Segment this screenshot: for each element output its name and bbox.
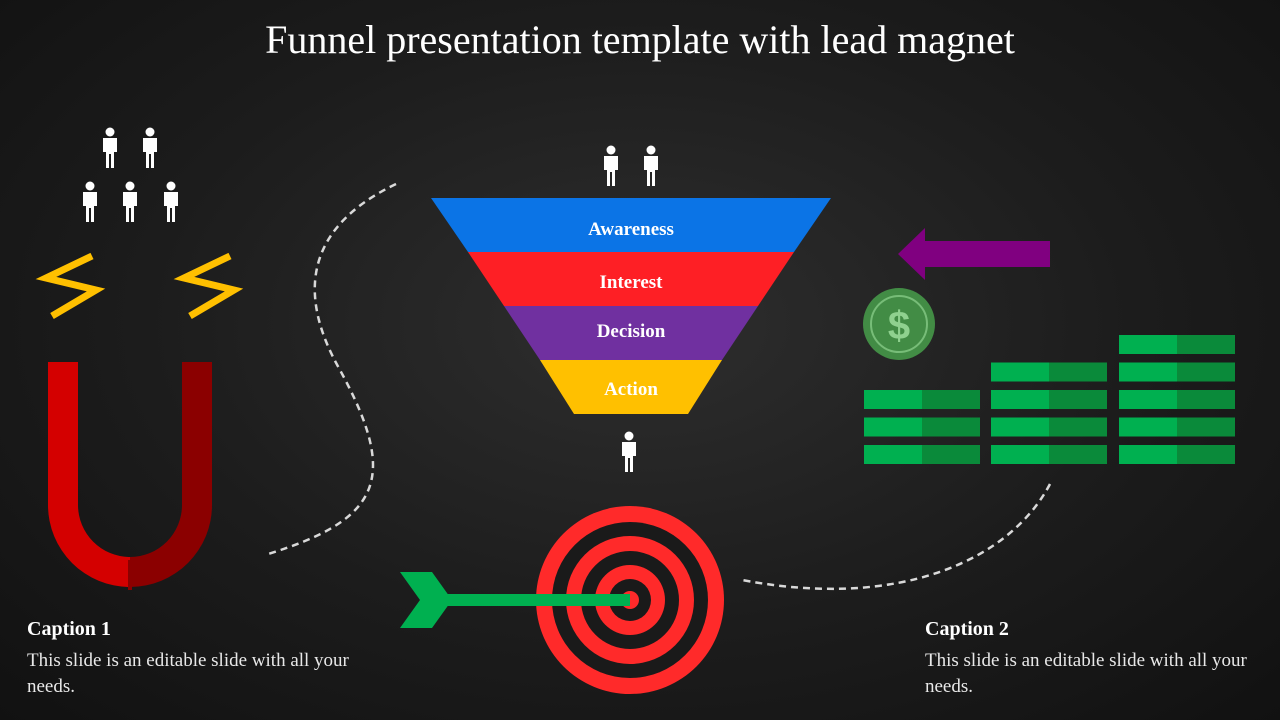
money-bill: [864, 445, 922, 464]
dollar-coin-icon: $: [863, 288, 935, 360]
person-icon: [604, 145, 618, 186]
caption-2: Caption 2 This slide is an editable slid…: [925, 616, 1265, 700]
person-icon: [644, 145, 658, 186]
money-stack-icon: [864, 335, 1235, 464]
funnel-label-interest: Interest: [600, 272, 664, 293]
money-bill: [991, 390, 1049, 409]
funnel-label-action: Action: [604, 379, 658, 400]
money-bill: [1119, 390, 1177, 409]
money-bill: [991, 362, 1049, 382]
money-bill-shade: [922, 445, 980, 464]
money-bill: [991, 417, 1049, 437]
money-bill: [991, 445, 1049, 464]
lightning-icon: [35, 252, 106, 320]
money-bill: [1119, 362, 1177, 382]
person-icon: [164, 181, 178, 222]
money-bill: [1119, 335, 1177, 354]
person-icon: [103, 127, 117, 168]
money-bill-shade: [1177, 362, 1235, 382]
caption-1: Caption 1 This slide is an editable slid…: [27, 616, 367, 700]
person-icon: [83, 181, 97, 222]
people-group-left: [83, 127, 178, 222]
funnel-stage-decision: [504, 306, 758, 360]
caption-1-heading: Caption 1: [27, 618, 111, 640]
money-bill-shade: [1049, 417, 1107, 437]
money-bill: [1119, 417, 1177, 437]
magnet-icon: [48, 362, 212, 587]
money-bill: [1119, 445, 1177, 464]
money-bill-shade: [1177, 417, 1235, 437]
dashed-connector-left: [264, 182, 397, 557]
person-icon: [123, 181, 137, 222]
funnel-label-awareness: Awareness: [588, 219, 674, 240]
magnet-divider: [128, 560, 132, 590]
money-bill-shade: [1177, 445, 1235, 464]
funnel-stage-awareness: [431, 198, 831, 252]
sales-funnel: Awareness Interest Decision Action: [431, 198, 831, 414]
money-bill-shade: [1049, 390, 1107, 409]
money-bill-shade: [922, 417, 980, 437]
money-bill-shade: [1177, 390, 1235, 409]
money-bill: [864, 390, 922, 409]
money-bill-shade: [1177, 335, 1235, 354]
slide-title: Funnel presentation template with lead m…: [265, 17, 1015, 62]
caption-2-text: This slide is an editable slide with all…: [925, 650, 1247, 697]
person-icon: [622, 431, 636, 472]
money-bill-shade: [1049, 445, 1107, 464]
money-bill: [864, 417, 922, 437]
people-group-funnel-top: [604, 145, 658, 186]
arrow-icon: [400, 572, 630, 628]
caption-1-text: This slide is an editable slide with all…: [27, 650, 349, 697]
funnel-label-decision: Decision: [597, 321, 666, 342]
person-icon: [143, 127, 157, 168]
funnel-stage-interest: [468, 252, 794, 306]
lightning-icon: [173, 252, 244, 320]
caption-2-heading: Caption 2: [925, 618, 1009, 640]
money-bill-shade: [922, 390, 980, 409]
funnel-stage-action: [540, 360, 722, 414]
dashed-connector-right: [741, 483, 1052, 591]
svg-text:$: $: [888, 304, 910, 348]
purple-arrow-icon: [898, 228, 1050, 280]
money-bill-shade: [1049, 362, 1107, 382]
